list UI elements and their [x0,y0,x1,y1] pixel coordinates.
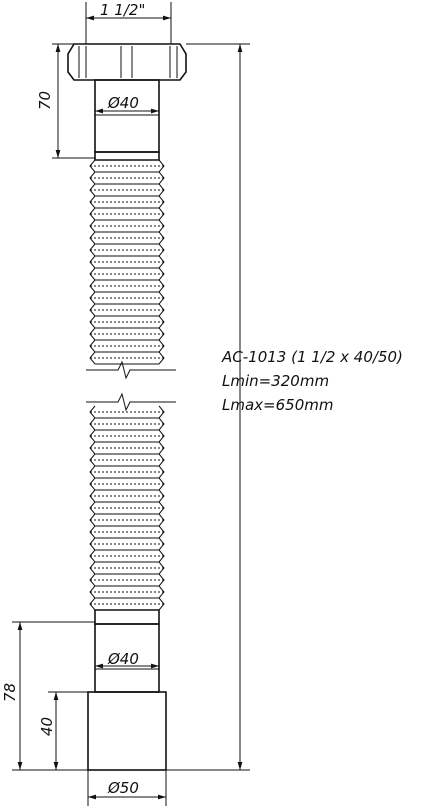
overall-length-dimension [166,43,250,771]
bottom-socket-dimension: 40 [38,691,88,770]
top-diameter-text: Ø40 [107,94,139,112]
bottom-total-text: 78 [1,683,19,702]
top-diameter-dimension: Ø40 [95,94,159,114]
bottom-outer-diameter-text: Ø50 [107,779,139,797]
bottom-socket [87,691,167,771]
product-label: AC-1013 (1 1/2 x 40/50) Lmin=320mm Lmax=… [221,348,403,414]
bottom-socket-text: 40 [38,717,56,736]
top-nut [67,43,187,81]
thread-dimension-text: 1 1/2" [100,1,145,19]
bottom-outer-diameter-dimension: Ø50 [87,770,167,806]
lower-corrugation [89,405,165,625]
break-symbol [86,360,176,412]
lmax-label: Lmax=650mm [222,396,333,414]
top-length-dimension: 70 [36,43,95,159]
top-pipe [94,79,160,153]
bottom-inner-diameter-dimension: Ø40 [95,650,159,669]
model-label: AC-1013 (1 1/2 x 40/50) [221,348,403,366]
top-length-text: 70 [36,91,54,110]
upper-corrugation [89,151,165,365]
bottom-total-dimension: 78 [1,621,95,771]
lmin-label: Lmin=320mm [222,372,329,390]
bottom-inner-diameter-text: Ø40 [107,650,139,668]
thread-dimension: 1 1/2" [85,1,172,44]
